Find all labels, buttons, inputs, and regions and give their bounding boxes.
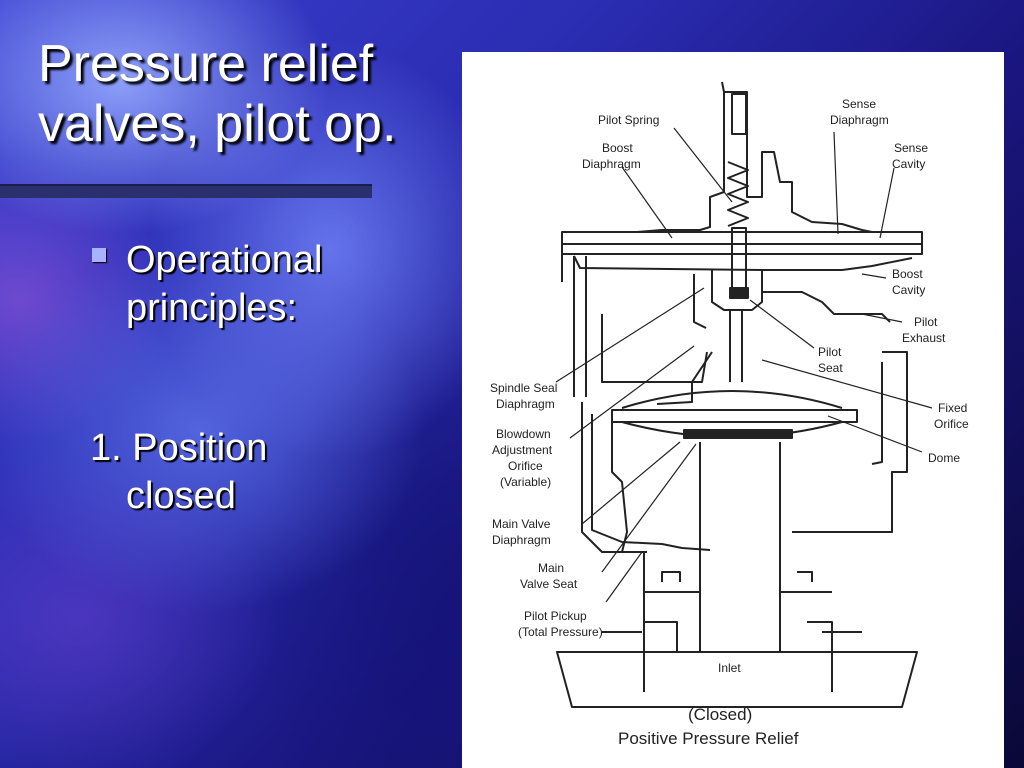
label-sense-diaphragm-2: Diaphragm <box>830 113 889 127</box>
pilot-seat <box>729 287 749 299</box>
label-spindle-seal-2: Diaphragm <box>496 397 555 411</box>
valve-diagram-panel: Pilot Spring Sense Diaphragm Boost Diaph… <box>462 52 1004 768</box>
label-sense-cavity-2: Cavity <box>892 157 925 171</box>
label-blowdown-3: Orifice <box>508 459 543 473</box>
boost-cavity-outline <box>573 255 913 271</box>
pilot-seat-body <box>711 270 763 311</box>
label-blowdown-2: Adjustment <box>492 443 553 457</box>
slide-title-line-2: valves, pilot op. <box>38 95 397 153</box>
label-sense-diaphragm-1: Sense <box>842 97 876 111</box>
label-main-valve-diaphragm-1: Main Valve <box>492 517 551 531</box>
main-valve-seat <box>683 429 793 439</box>
step-line-1: 1. Position <box>90 427 268 469</box>
label-main-valve-diaphragm-2: Diaphragm <box>492 533 551 547</box>
label-inlet: Inlet <box>718 661 741 675</box>
bullet-operational-principles: Operational principles: <box>126 236 322 332</box>
label-fixed-orifice-2: Orifice <box>934 417 969 431</box>
label-boost-diaphragm-2: Diaphragm <box>582 157 641 171</box>
label-pilot-exhaust-1: Pilot <box>914 315 938 329</box>
boost-diaphragm-plate <box>561 243 923 255</box>
label-boost-diaphragm-1: Boost <box>602 141 633 155</box>
pilot-feed-tube <box>729 310 743 382</box>
label-pilot-seat-2: Seat <box>818 361 843 375</box>
right-body-outline <box>792 351 908 533</box>
slide-title: Pressure relief valves, pilot op. <box>38 34 396 154</box>
dome-top <box>621 390 843 409</box>
label-sense-cavity-1: Sense <box>894 141 928 155</box>
step-line-2: closed <box>126 475 236 517</box>
title-underline <box>0 184 372 198</box>
label-pilot-seat-1: Pilot <box>818 345 842 359</box>
internal-passage <box>601 314 708 383</box>
label-main-valve-seat-1: Main <box>538 561 564 575</box>
caption-closed: (Closed) <box>688 705 752 724</box>
label-main-valve-seat-2: Valve Seat <box>520 577 578 591</box>
label-pilot-pickup-1: Pilot Pickup <box>524 609 587 623</box>
label-spindle-seal-1: Spindle Seal <box>490 381 557 395</box>
pilot-pickup-line <box>591 414 711 551</box>
bullet-line-2: principles: <box>126 287 298 329</box>
diagram-labels: Pilot Spring Sense Diaphragm Boost Diaph… <box>490 97 969 748</box>
leader-lines <box>555 127 933 603</box>
pilot-exhaust-path <box>762 291 891 323</box>
pilot-spring-coil <box>727 161 749 227</box>
caption-positive-pressure-relief: Positive Pressure Relief <box>618 729 799 748</box>
inlet-flange <box>556 651 918 708</box>
label-pilot-pickup-2: (Total Pressure) <box>518 625 603 639</box>
label-dome: Dome <box>928 451 960 465</box>
label-boost-cavity-1: Boost <box>892 267 923 281</box>
sense-diaphragm-plate <box>561 231 923 245</box>
adjusting-screw <box>731 93 747 135</box>
label-boost-cavity-2: Cavity <box>892 283 925 297</box>
inlet-nozzle <box>699 442 781 652</box>
label-fixed-orifice-1: Fixed <box>938 401 967 415</box>
main-valve-diaphragm <box>611 409 858 423</box>
bullet-line-1: Operational <box>126 239 323 281</box>
pilot-valve-diagram: Pilot Spring Sense Diaphragm Boost Diaph… <box>490 81 969 748</box>
step-position-closed: 1. Position closed <box>90 424 267 520</box>
label-pilot-spring: Pilot Spring <box>598 113 659 127</box>
pilot-spindle <box>731 227 747 289</box>
square-bullet-icon <box>92 248 106 262</box>
slide-title-line-1: Pressure relief <box>38 35 374 93</box>
label-blowdown-1: Blowdown <box>496 427 551 441</box>
label-pilot-exhaust-2: Exhaust <box>902 331 946 345</box>
label-blowdown-4: (Variable) <box>500 475 551 489</box>
